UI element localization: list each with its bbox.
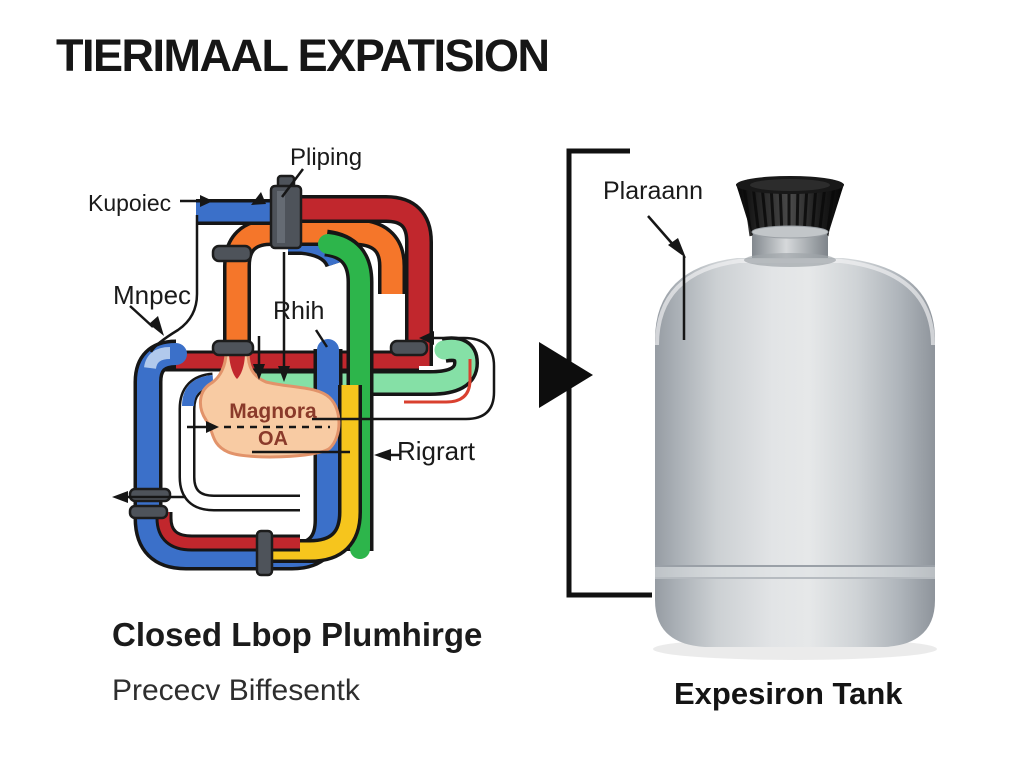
label-riser: Rhih (273, 297, 325, 325)
label-return: Rigrart (397, 436, 476, 466)
flow-arrow-icon (539, 342, 593, 408)
blob-text-line2: OA (258, 428, 288, 450)
page-title: TIERIMAAL EXPATISION (56, 30, 550, 81)
blob-text-line1: Magnora (229, 400, 317, 423)
diagram-caption: Closed Lbop Plumhirge (112, 616, 483, 653)
label-valve: Mnpec (113, 280, 192, 310)
diagram-subcaption: Prececv Biffesentk (112, 674, 360, 707)
label-tank-pointer: Plaraann (603, 177, 704, 205)
closed-loop-piping-diagram (112, 168, 496, 577)
label-supply: Kupoiec (88, 190, 172, 216)
leader-lines (112, 168, 496, 503)
expansion-tank (647, 176, 937, 660)
label-piping: Pliping (290, 144, 363, 171)
tank-leader-line (647, 215, 686, 340)
tank-caption: Expesiron Tank (674, 676, 903, 711)
fluid-blob (199, 350, 341, 459)
